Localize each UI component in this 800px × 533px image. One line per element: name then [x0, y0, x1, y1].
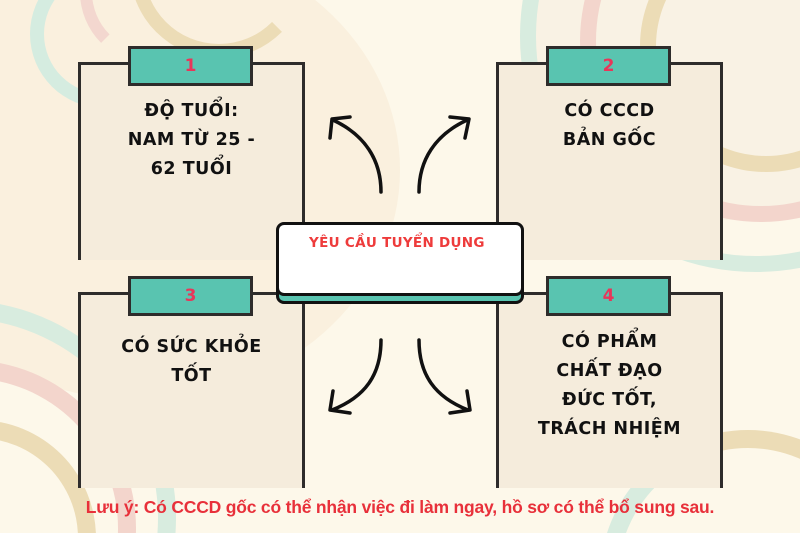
- card-1-text: ĐỘ TUỔI: NAM TỪ 25 - 62 TUỔI: [81, 97, 302, 184]
- card-2-text: CÓ CCCD BẢN GỐC: [499, 97, 720, 155]
- footnote: Lưu ý: Có CCCD gốc có thể nhận việc đi l…: [85, 497, 715, 517]
- card-3-text: CÓ SỨC KHỎE TỐT: [81, 333, 302, 391]
- requirement-card-4: CÓ PHẨM CHẤT ĐẠO ĐỨC TỐT, TRÁCH NHIỆM: [496, 292, 723, 488]
- card-text-line: TỐT: [171, 366, 212, 386]
- card-number: 2: [602, 56, 615, 76]
- requirement-card-1: ĐỘ TUỔI: NAM TỪ 25 - 62 TUỔI: [78, 62, 305, 260]
- card-text-line: NAM TỪ 25 -: [127, 130, 256, 150]
- title-box-face: YÊU CẦU TUYỂN DỤNG: [276, 222, 524, 296]
- arrow-to-card-2-icon: [417, 115, 471, 194]
- card-text-line: 62 TUỔI: [150, 159, 233, 179]
- card-text-line: CHẤT ĐẠO: [556, 361, 663, 381]
- central-title-box: YÊU CẦU TUYỂN DỤNG: [276, 222, 524, 304]
- requirement-card-2: CÓ CCCD BẢN GỐC: [496, 62, 723, 260]
- arrow-to-card-3-icon: [328, 338, 383, 415]
- card-text-line: BẢN GỐC: [562, 130, 657, 150]
- diagram-title: YÊU CẦU TUYỂN DỤNG: [309, 235, 485, 251]
- card-text-line: CÓ PHẨM: [561, 332, 658, 352]
- card-number: 4: [602, 286, 615, 306]
- requirement-card-3: CÓ SỨC KHỎE TỐT: [78, 292, 305, 488]
- card-text-line: ĐỨC TỐT,: [561, 390, 658, 410]
- card-3-number-tab: 3: [128, 276, 253, 316]
- card-4-text: CÓ PHẨM CHẤT ĐẠO ĐỨC TỐT, TRÁCH NHIỆM: [499, 328, 720, 444]
- card-number: 3: [184, 286, 197, 306]
- card-2-number-tab: 2: [546, 46, 671, 86]
- card-4-number-tab: 4: [546, 276, 671, 316]
- arrow-to-card-4-icon: [417, 338, 472, 415]
- arrow-to-card-1-icon: [328, 115, 383, 194]
- card-text-line: TRÁCH NHIỆM: [537, 419, 682, 439]
- card-text-line: CÓ CCCD: [564, 101, 655, 121]
- card-number: 1: [184, 56, 197, 76]
- card-text-line: CÓ SỨC KHỎE: [121, 337, 262, 357]
- card-1-number-tab: 1: [128, 46, 253, 86]
- card-text-line: ĐỘ TUỔI:: [144, 101, 239, 121]
